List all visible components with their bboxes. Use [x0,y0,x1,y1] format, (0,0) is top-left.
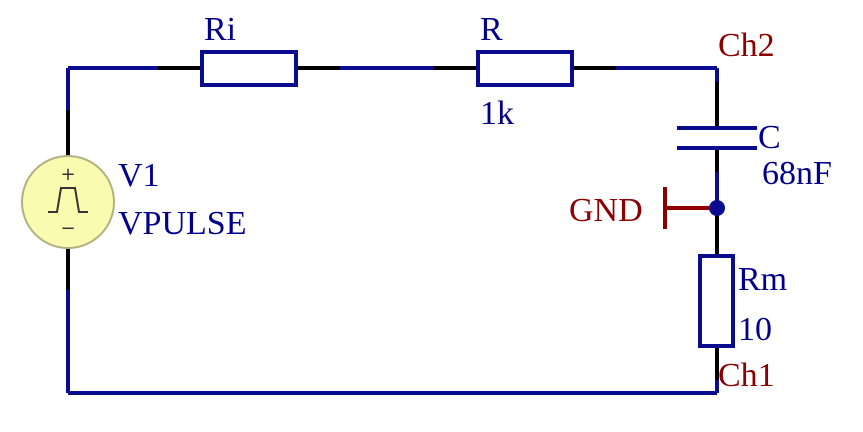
resistor-r-icon[interactable] [476,50,574,87]
junction-dot [709,200,725,216]
rm-value-label: 10 [738,311,772,348]
source-body [21,155,115,249]
ri-ref-label: Ri [204,11,236,48]
c-value-label: 68nF [762,155,832,192]
pins [66,66,719,380]
gnd-symbol-icon[interactable] [663,187,709,229]
ch1-net-label: Ch1 [718,357,775,394]
source-minus-sign: − [60,218,75,239]
wires [66,66,719,395]
source-plus-sign: + [60,164,75,185]
gnd-net-label: GND [569,192,643,229]
capacitor-c-icon[interactable] [677,126,757,150]
pulse-waveform-icon [48,187,88,213]
rm-ref-label: Rm [738,261,787,298]
pulse-source-v1-icon[interactable]: + − [21,155,115,249]
r-ref-label: R [480,11,503,48]
v1-ref-label: V1 [118,157,160,194]
ch2-net-label: Ch2 [718,27,775,64]
v1-value-label: VPULSE [118,205,246,242]
r-value-label: 1k [480,95,514,132]
resistor-rm-icon[interactable] [698,254,735,348]
resistor-ri-icon[interactable] [200,50,298,87]
c-ref-label: C [758,119,781,156]
